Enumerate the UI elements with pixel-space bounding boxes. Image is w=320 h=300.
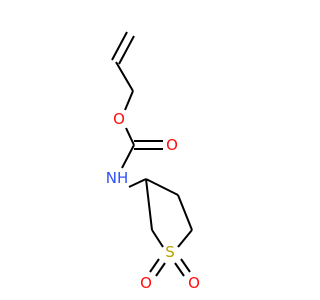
bond-oxygen-to-carbonyl-carbon <box>125 127 135 146</box>
bond-sulfonyl-left-a <box>149 258 160 273</box>
carbamate-group <box>121 127 163 169</box>
bond-ring-c4-c5 <box>177 194 193 231</box>
bond-sulfonyl-left-b <box>155 262 166 277</box>
bond-ring-s-c2 <box>151 229 164 248</box>
bond-nitrogen-to-ring <box>128 178 147 188</box>
molecule-structure: O O NH S O O <box>106 31 200 292</box>
bond-vinyl-double-a <box>111 31 128 61</box>
allyl-group <box>111 31 135 111</box>
atom-label-sulfonyl-oxygen-left: O <box>140 274 152 292</box>
bond-sulfonyl-right-a <box>174 262 185 277</box>
bond-vinyl-double-b <box>118 35 135 65</box>
bond-sulfonyl-right-b <box>180 258 191 273</box>
bond-carbonyl-carbon-to-nitrogen <box>121 144 135 169</box>
bond-ring-c5-s <box>177 229 193 248</box>
atom-label-sulfonyl-oxygen-right: O <box>188 274 200 292</box>
bond-vinyl-to-methylene <box>115 61 134 92</box>
bond-ring-c2-c3 <box>145 178 153 231</box>
atom-label-ester-oxygen: O <box>113 110 125 128</box>
bond-methylene-to-oxygen <box>124 90 134 111</box>
sulfonyl-group <box>149 258 191 277</box>
sulfolane-ring <box>145 178 193 248</box>
atom-label-sulfur: S <box>165 243 175 261</box>
bond-ring-c3-c4 <box>145 178 179 196</box>
atom-label-carbonyl-oxygen: O <box>166 136 178 154</box>
atom-label-amide-nitrogen: NH <box>106 169 129 187</box>
